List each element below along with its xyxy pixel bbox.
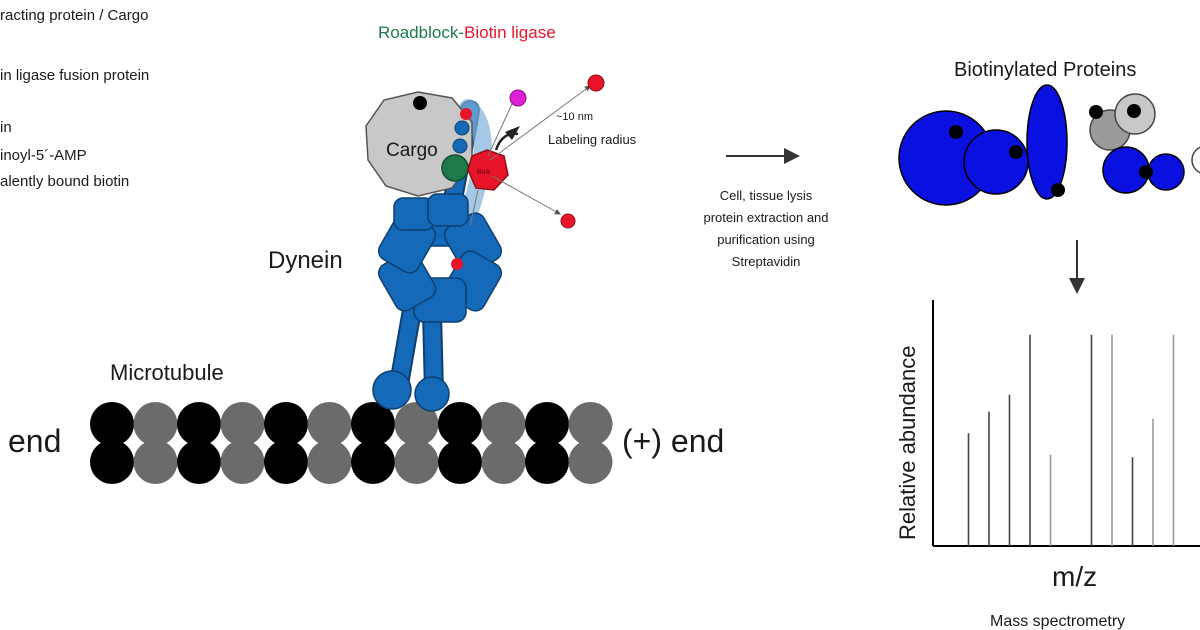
- biotin-dot-5: [1127, 104, 1141, 118]
- process-line-4: Streptavidin: [732, 254, 801, 269]
- ring-biotin-dot: [451, 258, 463, 270]
- cargo-red-dot: [460, 108, 472, 120]
- tubulin-subunit: [351, 440, 395, 484]
- biotin-dot-2: [1009, 145, 1023, 159]
- radius-arrow-up: [489, 85, 591, 161]
- tubulin-subunit: [177, 440, 221, 484]
- tubulin-subunit: [394, 440, 439, 484]
- tubulin-subunit: [307, 402, 352, 446]
- legend-item-amp: inoyl-5´-AMP: [0, 147, 87, 164]
- legend-item-cargo: racting protein / Cargo: [0, 7, 148, 24]
- cargo-label: Cargo: [386, 140, 438, 161]
- ligase-activity-arrowhead: [505, 126, 520, 140]
- spectrum-xlabel: m/z: [1052, 561, 1097, 592]
- tubulin-subunit: [438, 440, 482, 484]
- legend: racting protein / Cargo in ligase fusion…: [0, 7, 149, 190]
- tubulin-subunit: [351, 402, 395, 446]
- roadblock-protein: [441, 154, 469, 182]
- header-label: Roadblock-Biotin ligase: [378, 23, 556, 42]
- tubulin-subunit: [394, 402, 439, 446]
- dynein-link-2: [452, 138, 468, 154]
- process-line-1: Cell, tissue lysis: [720, 188, 813, 203]
- spectrum-caption: Mass spectrometry: [990, 613, 1125, 630]
- protein-blob-2: [963, 129, 1029, 195]
- legend-item-biotin: in: [0, 119, 12, 136]
- spectrum-peaks: [967, 334, 1175, 546]
- radius-line-magenta: [487, 103, 513, 157]
- tubulin-subunit: [307, 440, 352, 484]
- tubulin-subunit: [264, 402, 308, 446]
- tubulin-subunit: [438, 402, 482, 446]
- biotin-dot-6: [1139, 165, 1153, 179]
- biotin-dot-1: [949, 125, 963, 139]
- biotin-amp-dot: [509, 89, 527, 107]
- tubulin-subunit: [481, 440, 526, 484]
- process-text: Cell, tissue lysis protein extraction an…: [703, 188, 828, 269]
- microtubule-label: Microtubule: [110, 360, 224, 385]
- radius-line-ring: [469, 189, 479, 227]
- radius-value: ~10 nm: [556, 111, 593, 123]
- biotin-ligase-protein: [467, 149, 509, 191]
- bira-label: BirA: [477, 169, 491, 176]
- dynein-ring: [377, 193, 503, 323]
- dynein-light-chain: [459, 99, 492, 219]
- tubulin-subunit: [568, 440, 613, 484]
- tubulin-subunit: [264, 440, 308, 484]
- microtubule: [90, 402, 613, 484]
- dynein-label: Dynein: [268, 247, 343, 274]
- result-title: Biotinylated Proteins: [954, 59, 1136, 81]
- dynein-foot-left: [372, 370, 412, 410]
- tubulin-subunit: [568, 402, 613, 446]
- roadblock-label: Roadblock-: [378, 23, 464, 42]
- dynein-link-1: [454, 120, 470, 136]
- dynein-foot-right: [414, 376, 450, 412]
- tubulin-subunit: [525, 402, 569, 446]
- ligase-label: Biotin ligase: [464, 23, 556, 42]
- biotin-dot-3: [1051, 183, 1065, 197]
- activated-biotin-2: [560, 213, 576, 229]
- tubulin-subunit: [481, 402, 526, 446]
- activated-biotin-1: [587, 74, 605, 92]
- plus-end-label: (+) end: [622, 423, 724, 459]
- tubulin-subunit: [133, 440, 178, 484]
- biotin-dot-4: [1089, 105, 1103, 119]
- biotinylated-proteins: [898, 84, 1200, 206]
- tubulin-subunit: [133, 402, 178, 446]
- tubulin-subunit: [90, 402, 134, 446]
- tubulin-subunit: [177, 402, 221, 446]
- process-line-3: purification using: [717, 232, 815, 247]
- legend-item-bound-biotin: alently bound biotin: [0, 173, 129, 190]
- linker-domain: [427, 193, 469, 227]
- spectrum-ylabel: Relative abundance: [895, 346, 920, 540]
- tubulin-subunit: [90, 440, 134, 484]
- tubulin-subunit: [220, 440, 265, 484]
- radius-arrow-down: [491, 175, 561, 215]
- tubulin-subunit: [220, 402, 265, 446]
- mass-spectrum: Relative abundance m/z Mass spectrometry: [895, 300, 1200, 630]
- protein-blob-5: [1147, 153, 1185, 191]
- cargo-biotin-dot: [413, 96, 427, 110]
- radius-text: Labeling radius: [548, 132, 637, 147]
- process-line-2: protein extraction and: [703, 210, 828, 225]
- protein-blob-edge: [1191, 146, 1200, 174]
- minus-end-label: end: [8, 423, 61, 459]
- tubulin-subunit: [525, 440, 569, 484]
- legend-item-fusion: in ligase fusion protein: [0, 67, 149, 84]
- protein-blob-3: [1026, 84, 1068, 200]
